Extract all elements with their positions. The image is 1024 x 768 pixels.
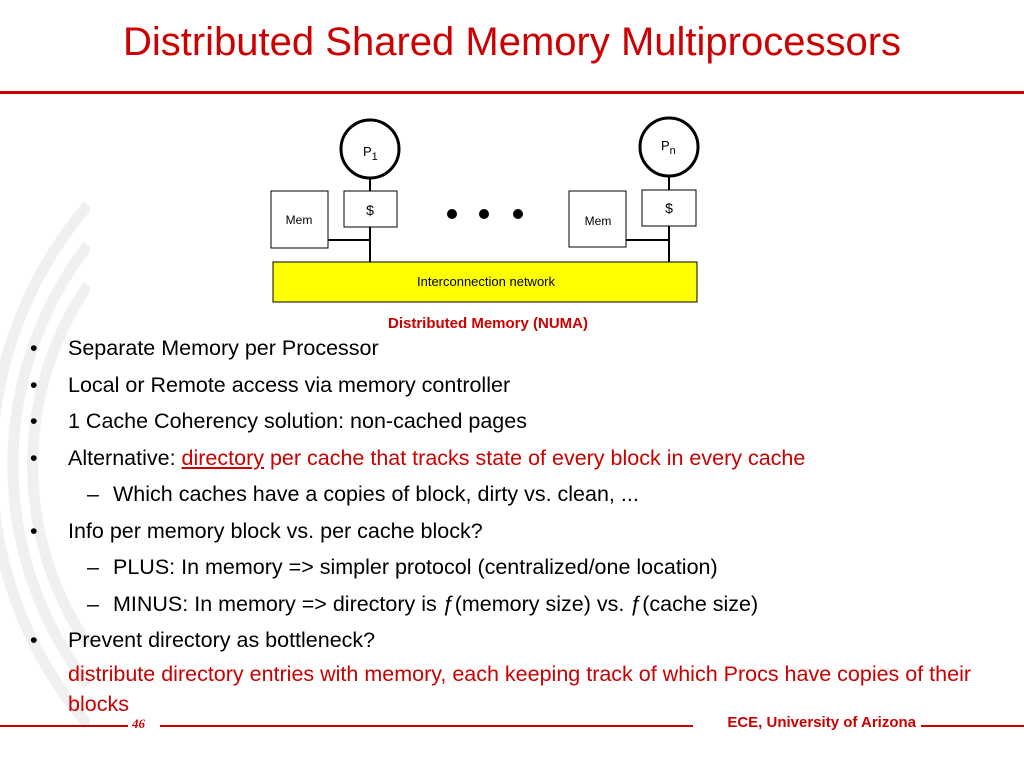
memory-label-right: Mem [585,214,612,228]
footer-brand: ECE, University of Arizona [727,714,916,731]
cache-label-right: $ [665,200,673,216]
numa-diagram: P1 $ Mem Pn $ Mem Interconnection networ… [270,116,700,332]
page-number: 46 [132,716,145,731]
footer-rule-left [0,725,128,727]
title-divider [0,91,1024,94]
sub-bullet-item: –MINUS: In memory => directory is ƒ(memo… [87,591,759,616]
interconnection-network [272,261,698,303]
cache-label-left: $ [366,202,374,218]
slide-title: Distributed Shared Memory Multiprocessor… [122,20,902,64]
ellipsis-dot [447,209,457,219]
diagram-caption: Distributed Memory (NUMA) [388,315,588,332]
interconnection-network-label: Interconnection network [417,274,556,289]
bullet-item: •Local or Remote access via memory contr… [30,372,511,397]
bullet-list: •Separate Memory per Processor •Local or… [30,330,1000,719]
footer-rule-right [921,725,1024,727]
bullet-item: •Alternative: directory per cache that t… [30,445,806,470]
processor-label-right: Pn [661,138,676,157]
directory-term: directory [181,445,264,470]
sub-bullet-item: –Which caches have a copies of block, di… [87,482,639,506]
ellipsis-dot [513,209,523,219]
memory-box-right [568,190,627,248]
ellipsis-dot [479,209,489,219]
bullet-item: •Separate Memory per Processor [30,336,379,360]
processor-label-left: P1 [363,144,378,163]
bullet-continuation: distribute directory entries with memory… [68,661,971,716]
cache-box-left [343,190,398,228]
sub-bullet-item: –PLUS: In memory => simpler protocol (ce… [87,555,718,579]
background-arc-decoration [0,201,90,729]
memory-box-left [270,190,329,249]
footer-rule-middle [160,725,693,727]
bullet-item: •Info per memory block vs. per cache blo… [30,518,483,543]
memory-label-left: Mem [286,213,313,227]
bullet-item: •1 Cache Coherency solution: non-cached … [30,409,527,433]
bullet-item: •Prevent directory as bottleneck?distrib… [30,622,1000,719]
